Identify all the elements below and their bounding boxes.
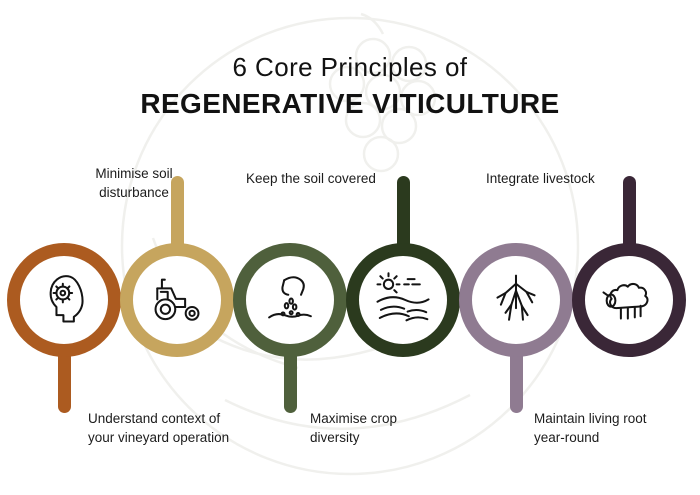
principle-3-label: Maximise crop diversity xyxy=(310,411,398,445)
living-roots-icon xyxy=(487,271,545,329)
covered-field-icon xyxy=(374,271,432,329)
tractor-icon xyxy=(148,271,206,329)
principle-3-circle xyxy=(233,243,347,357)
principle-4-circle xyxy=(346,243,460,357)
head-gear-icon xyxy=(35,271,93,329)
principle-5-circle xyxy=(459,243,573,357)
page-title: 6 Core Principles of REGENERATIVE VITICU… xyxy=(0,52,700,120)
title-line1: 6 Core Principles of xyxy=(232,52,468,82)
principle-2-label: Minimise soil disturbance xyxy=(95,166,173,200)
seed-hand-icon xyxy=(261,271,319,329)
principle-1-circle xyxy=(7,243,121,357)
title-line2: REGENERATIVE VITICULTURE xyxy=(140,88,560,119)
principle-6-label: Integrate livestock xyxy=(486,171,595,186)
principle-6-circle xyxy=(572,243,686,357)
principle-5-label: Maintain living root year-round xyxy=(534,411,647,445)
principle-2-circle xyxy=(120,243,234,357)
principle-4-label: Keep the soil covered xyxy=(246,171,376,186)
principle-1-label: Understand context of your vineyard oper… xyxy=(88,411,230,445)
sheep-icon xyxy=(600,271,658,329)
